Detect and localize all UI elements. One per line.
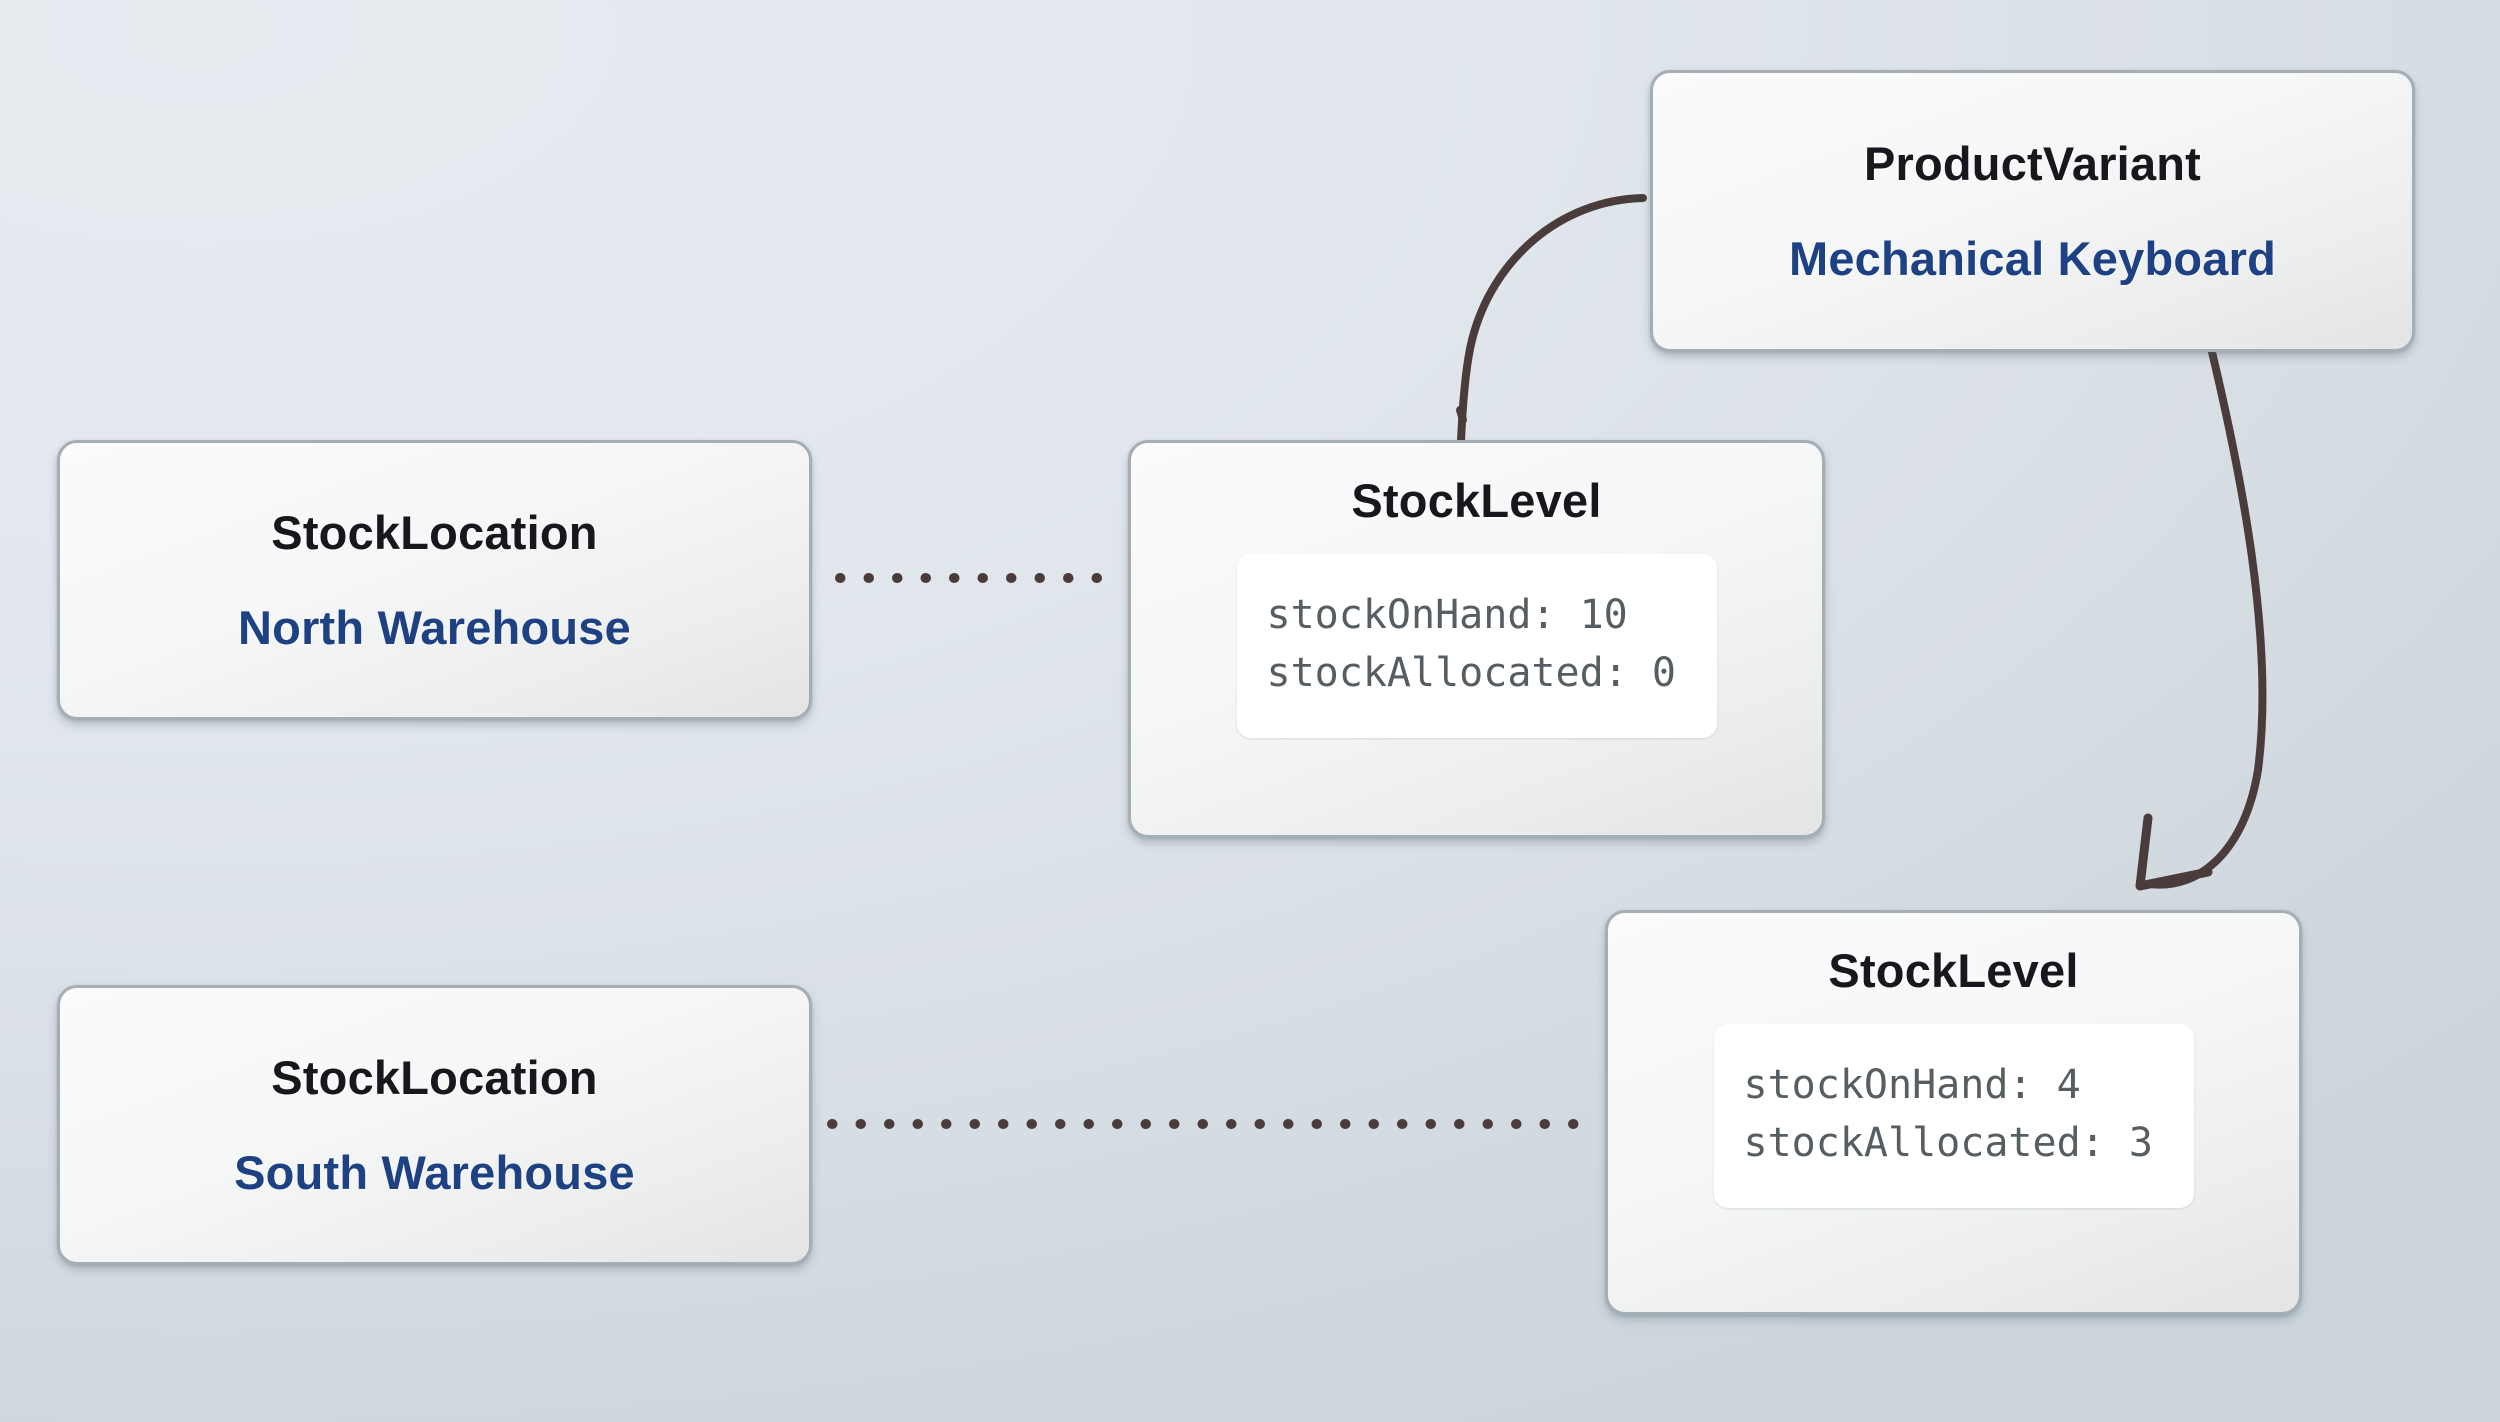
field-stock-allocated: stockAllocated: 3 (1743, 1120, 2153, 1166)
node-product-variant[interactable]: ProductVariant Mechanical Keyboard (1650, 70, 2415, 352)
field-stock-on-hand: stockOnHand: 4 (1743, 1062, 2081, 1108)
node-name-label: North Warehouse (238, 601, 631, 654)
edge-variant-to-level-south (2135, 348, 2267, 891)
node-type-label: StockLevel (1351, 474, 1602, 527)
node-name-label: Mechanical Keyboard (1788, 232, 2277, 285)
field-stock-allocated: stockAllocated: 0 (1266, 650, 1676, 696)
node-type-label: StockLocation (271, 506, 598, 559)
node-stock-level-north[interactable]: StockLevel stockOnHand: 10 stockAllocate… (1128, 440, 1825, 838)
node-type-label: ProductVariant (1863, 137, 2202, 190)
node-stock-level-south[interactable]: StockLevel stockOnHand: 4 stockAllocated… (1605, 910, 2302, 1315)
node-type-label: StockLevel (1828, 944, 2079, 997)
node-name-label: South Warehouse (234, 1146, 635, 1199)
node-stock-location-north[interactable]: StockLocation North Warehouse (57, 440, 812, 720)
node-stock-location-south[interactable]: StockLocation South Warehouse (57, 985, 812, 1265)
field-panel: stockOnHand: 10 stockAllocated: 0 (1236, 554, 1717, 738)
field-panel: stockOnHand: 4 stockAllocated: 3 (1713, 1024, 2194, 1208)
node-type-label: StockLocation (271, 1051, 598, 1104)
field-stock-on-hand: stockOnHand: 10 (1266, 592, 1628, 638)
